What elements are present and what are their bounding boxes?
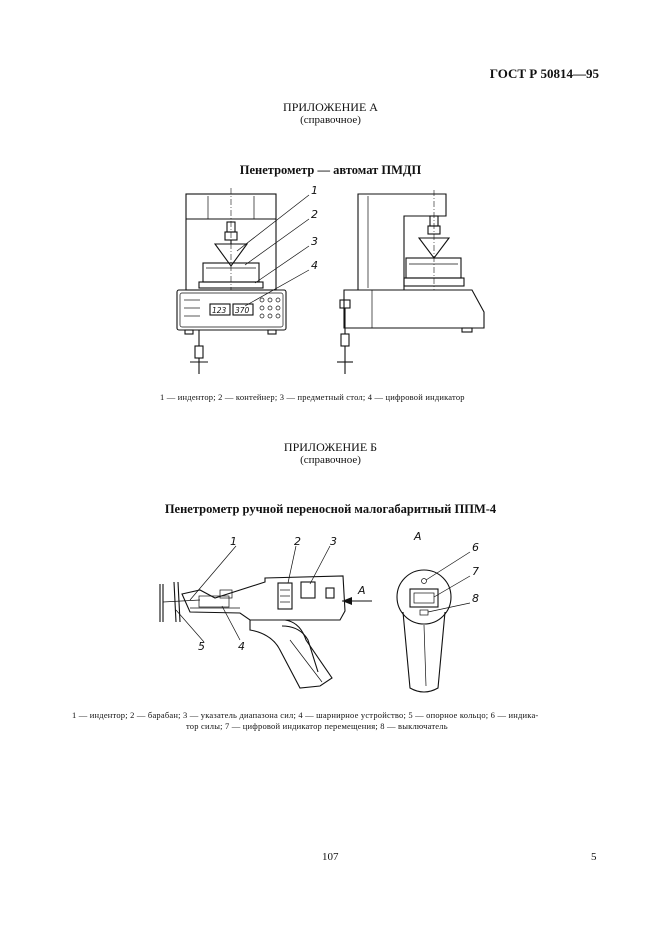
penetrometer-side-view bbox=[337, 190, 485, 374]
arrow-a-label: А bbox=[357, 584, 366, 597]
callout-a-1: 1 bbox=[311, 184, 318, 197]
callout-a-3: 3 bbox=[311, 235, 318, 248]
callout-b-6: 6 bbox=[472, 541, 479, 554]
display-left-value: 123 bbox=[212, 306, 227, 315]
document-code: ГОСТ Р 50814—95 bbox=[489, 66, 599, 81]
figure-a-caption: 1 — индентор; 2 — контейнер; 3 — предмет… bbox=[160, 392, 465, 402]
callout-a-2: 2 bbox=[311, 208, 318, 221]
right-page-number: 5 bbox=[591, 851, 597, 863]
appendix-b-subtitle: (справочное) bbox=[300, 454, 361, 466]
appendix-a-title: ПРИЛОЖЕНИЕ А bbox=[283, 100, 378, 114]
handheld-penetrometer-front-view: А 6 7 8 bbox=[396, 530, 479, 693]
callout-b-7: 7 bbox=[472, 565, 479, 578]
appendix-a-subtitle: (справочное) bbox=[300, 114, 361, 126]
appendix-a-heading: ПРИЛОЖЕНИЕ А (справочное) bbox=[0, 101, 661, 127]
figure-b-title: Пенетрометр ручной переносной малогабари… bbox=[164, 502, 497, 516]
figure-b-caption-line2: тор силы; 7 — цифровой индикатор перемещ… bbox=[186, 721, 448, 731]
center-page-number: 107 bbox=[322, 851, 339, 863]
callout-b-2: 2 bbox=[294, 535, 301, 548]
callout-a-4: 4 bbox=[311, 259, 318, 272]
callout-b-1: 1 bbox=[230, 535, 237, 548]
handheld-penetrometer-side-view: А 1 2 3 4 5 bbox=[159, 535, 372, 689]
appendix-b-heading: ПРИЛОЖЕНИЕ Б (справочное) bbox=[0, 441, 661, 467]
figure-a-title: Пенетрометр — автомат ПМДП bbox=[239, 163, 422, 177]
display-right-value: 370 bbox=[235, 306, 250, 315]
callout-b-3: 3 bbox=[330, 535, 337, 548]
callout-b-8: 8 bbox=[472, 592, 479, 605]
appendix-b-title: ПРИЛОЖЕНИЕ Б bbox=[283, 440, 378, 454]
penetrometer-front-view: 123 370 1 2 3 4 bbox=[176, 184, 318, 374]
view-a-label: А bbox=[413, 530, 422, 543]
figure-b-caption-line1: 1 — индентор; 2 — барабан; 3 — указатель… bbox=[72, 710, 539, 720]
callout-b-4: 4 bbox=[238, 640, 245, 653]
callout-b-5: 5 bbox=[198, 640, 205, 653]
